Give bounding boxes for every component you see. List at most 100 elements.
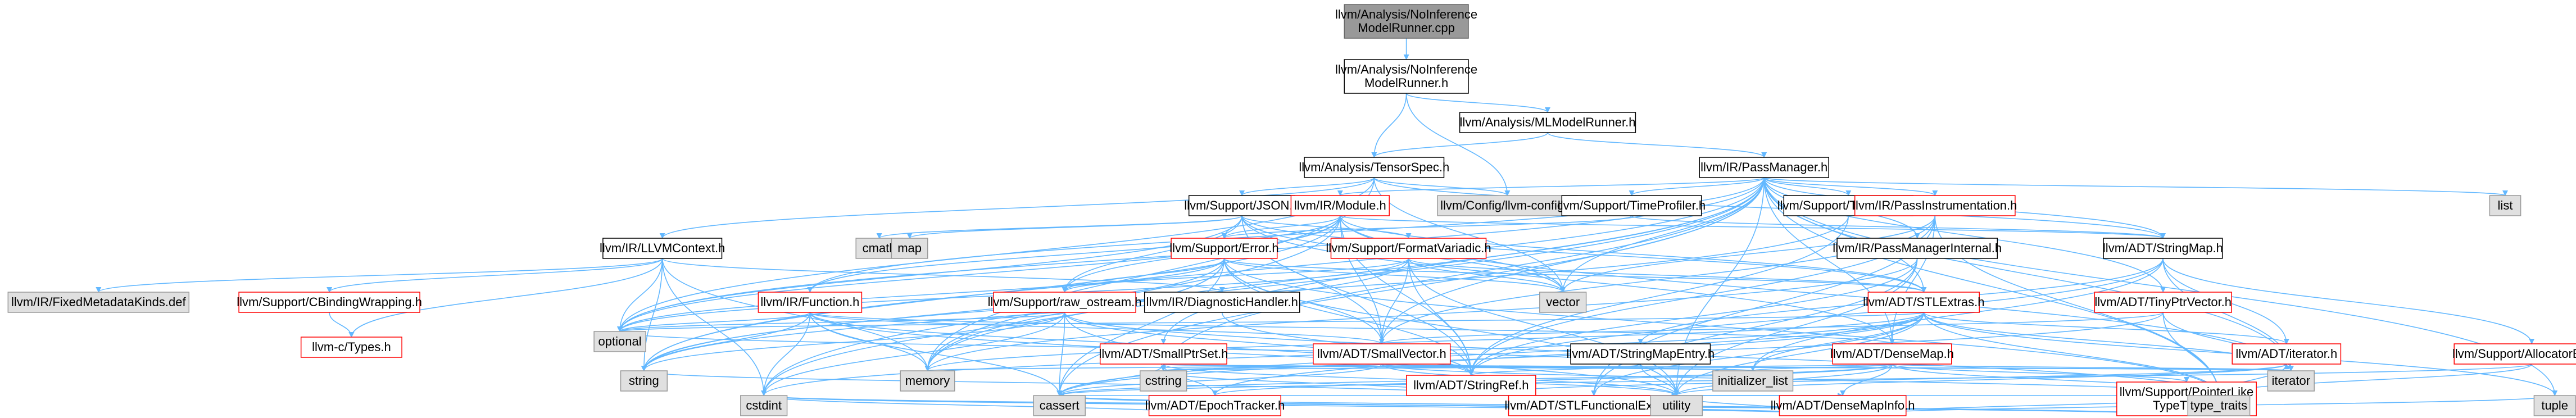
- node-box: [1330, 238, 1487, 259]
- node-rawos[interactable]: llvm/Support/raw_ostream.h: [988, 292, 1142, 313]
- node-list[interactable]: list: [2489, 195, 2521, 216]
- edge-json-cmath: [876, 215, 1242, 239]
- node-pm[interactable]: llvm/IR/PassManager.h: [1699, 157, 1829, 178]
- node-cassert[interactable]: cassert: [1033, 395, 1086, 416]
- edge-function-smallvector: [809, 312, 1385, 344]
- node-fixedmeta[interactable]: llvm/IR/FixedMetadataKinds.def: [7, 292, 190, 313]
- node-label: llvm/Analysis/NoInference: [1335, 7, 1477, 21]
- node-label: llvm/Config/llvm-config.h: [1440, 198, 1574, 212]
- node-diaghandler[interactable]: llvm/IR/DiagnosticHandler.h: [1144, 292, 1300, 313]
- node-utility[interactable]: utility: [1650, 395, 1703, 416]
- node-label: llvm/ADT/DenseMap.h: [1830, 347, 1954, 361]
- node-cstring[interactable]: cstring: [1140, 370, 1187, 392]
- node-map[interactable]: map: [891, 238, 928, 259]
- edge-smallvector-cassert: [1056, 364, 1382, 396]
- edge-pmi-stringref: [1468, 258, 1918, 376]
- node-label: ModelRunner.h: [1364, 76, 1448, 90]
- node-typetraits[interactable]: type_traits: [2187, 395, 2251, 416]
- node-label: cstdint: [746, 398, 782, 412]
- node-densemap[interactable]: llvm/ADT/DenseMap.h: [1830, 343, 1954, 365]
- edge-pm-typetraits: [1763, 177, 2222, 396]
- node-box: [740, 395, 788, 416]
- node-label: memory: [905, 374, 950, 388]
- edge-superror-vector: [1223, 258, 1566, 293]
- node-cbw[interactable]: llvm/Support/CBindingWrapping.h: [237, 292, 422, 313]
- node-formatvar[interactable]: llvm/Support/FormatVariadic.h: [1326, 238, 1491, 259]
- node-module[interactable]: llvm/IR/Module.h: [1290, 195, 1390, 216]
- node-ts[interactable]: llvm/Analysis/TensorSpec.h: [1299, 157, 1449, 178]
- node-string[interactable]: string: [620, 370, 668, 392]
- edge-timeprof-superror: [1221, 215, 1632, 239]
- edge-json-formatvar: [1241, 215, 1412, 239]
- edge-rawos-optional: [617, 312, 1065, 332]
- node-sme[interactable]: llvm/ADT/StringMapEntry.h: [1566, 343, 1715, 365]
- edge-passinstr-vector: [1560, 215, 1936, 293]
- node-smallvector[interactable]: llvm/ADT/SmallVector.h: [1313, 343, 1451, 365]
- edge-rawos-cstdint: [761, 312, 1065, 396]
- edge-rawos-string: [641, 312, 1065, 371]
- edge-ctx-string: [641, 258, 663, 371]
- node-box: [2453, 343, 2576, 365]
- node-stringmap[interactable]: llvm/ADT/StringMap.h: [2103, 238, 2223, 259]
- edge-superror-cassert: [1056, 258, 1225, 396]
- edge-passinstr-densemap: [1889, 215, 1936, 344]
- node-memory[interactable]: memory: [900, 370, 955, 392]
- node-epoch[interactable]: llvm/ADT/EpochTracker.h: [1145, 395, 1285, 416]
- edge-stlextras-typetraits: [1923, 312, 2222, 396]
- edge-json-optional: [617, 215, 1242, 332]
- edge-ptrlike-cstdint: [761, 395, 2187, 416]
- edge-ctx-ctypes: [348, 258, 663, 338]
- node-box: [1836, 238, 1998, 259]
- node-cstdint[interactable]: cstdint: [740, 395, 788, 416]
- node-passinstr[interactable]: llvm/IR/PassInstrumentation.h: [1853, 195, 2017, 216]
- node-tinyptr[interactable]: llvm/ADT/TinyPtrVector.h: [2094, 292, 2232, 313]
- node-box: [1854, 195, 2016, 216]
- edge-pm-tinyptr: [1763, 177, 2166, 293]
- node-timeprof[interactable]: llvm/Support/TimeProfiler.h: [1558, 195, 1706, 216]
- node-ctypes[interactable]: llvm-c/Types.h: [300, 337, 402, 358]
- node-initlist[interactable]: initializer_list: [1712, 370, 1794, 392]
- node-dmi[interactable]: llvm/ADT/DenseMapInfo.h: [1771, 395, 1915, 416]
- node-label: llvm/ADT/StringRef.h: [1413, 378, 1529, 392]
- edge-function-utility: [809, 312, 1680, 396]
- node-label: llvm/Analysis/NoInference: [1335, 62, 1477, 76]
- node-function[interactable]: llvm/IR/Function.h: [758, 292, 863, 313]
- node-optional[interactable]: optional: [593, 331, 646, 352]
- edge-pm-cstdint: [761, 177, 1765, 396]
- node-label: cstring: [1145, 374, 1182, 388]
- edge-smallvector-memory: [925, 364, 1382, 371]
- node-pmi[interactable]: llvm/IR/PassManagerInternal.h: [1833, 238, 2002, 259]
- node-llvmcfg[interactable]: llvm/Config/llvm-config.h: [1437, 195, 1578, 216]
- node-label: llvm/Analysis/TensorSpec.h: [1299, 160, 1449, 174]
- node-box: [1437, 195, 1578, 216]
- node-label: llvm/Support/TimeProfiler.h: [1558, 198, 1706, 212]
- node-vector[interactable]: vector: [1539, 292, 1587, 313]
- node-box: [2267, 370, 2315, 392]
- edge-densemap-dmi: [1840, 364, 1893, 396]
- edge-densemap-epoch: [1212, 364, 1893, 396]
- node-iterator[interactable]: llvm/ADT/iterator.h: [2232, 343, 2342, 365]
- node-tuple[interactable]: tuple: [2533, 395, 2576, 416]
- node-superror[interactable]: llvm/Support/Error.h: [1169, 238, 1279, 259]
- edge-json-rawos: [1062, 215, 1242, 293]
- node-label: ModelRunner.cpp: [1358, 21, 1454, 35]
- node-box: [891, 238, 928, 259]
- edge-dmi-cstdint: [761, 395, 1843, 416]
- node-json[interactable]: llvm/Support/JSON.h: [1184, 195, 1300, 216]
- node-allocbase[interactable]: llvm/Support/AllocatorBase.h: [2452, 343, 2576, 365]
- node-label: llvm/IR/Module.h: [1294, 198, 1386, 212]
- edge-superror-optional: [617, 258, 1225, 332]
- edge-iterator-utility: [1674, 364, 2287, 396]
- node-label: initializer_list: [1718, 374, 1788, 388]
- node-iteratorstd[interactable]: iterator: [2267, 370, 2315, 392]
- node-box: [1832, 343, 1952, 365]
- node-ctx[interactable]: llvm/IR/LLVMContext.h: [600, 238, 725, 259]
- node-mlmr[interactable]: llvm/Analysis/MLModelRunner.h: [1459, 112, 1636, 133]
- node-stlextras[interactable]: llvm/ADT/STLExtras.h: [1863, 292, 1984, 313]
- node-stringref[interactable]: llvm/ADT/StringRef.h: [1406, 375, 1536, 396]
- node-label: llvm/Support/Error.h: [1169, 241, 1278, 255]
- edge-formatvar-utility: [1408, 258, 1680, 396]
- node-smallptrset[interactable]: llvm/ADT/SmallPtrSet.h: [1099, 343, 1228, 365]
